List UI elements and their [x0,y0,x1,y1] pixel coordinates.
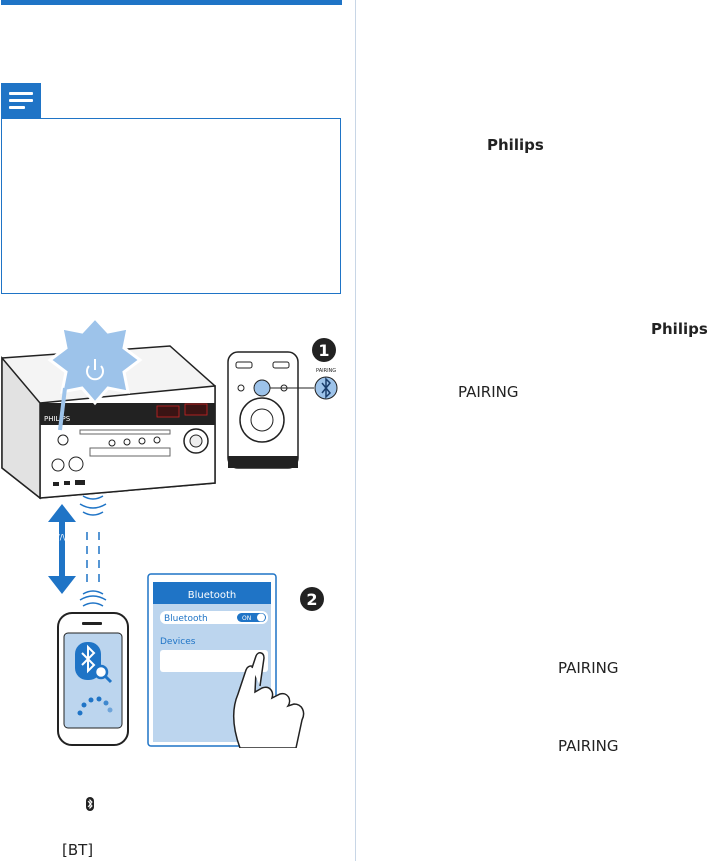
smartphone [57,612,129,746]
step-badge-2: 2 [300,587,324,611]
devices-label: Devices [160,637,196,647]
bluetooth-toggle-label: ON [242,615,251,622]
note-box [1,118,341,294]
bluetooth-row-label: Bluetooth [164,614,208,624]
micro-system-unit: PHILIPS [1,345,216,500]
bt-source-label: [BT] [62,841,94,859]
power-callout [47,315,143,431]
svg-text:1: 1 [318,341,329,360]
pointing-hand [233,652,305,748]
bluetooth-icon-small [86,797,94,811]
remote-pairing-label: PAIRING [316,368,336,374]
power-icon [86,359,104,381]
svg-text:2: 2 [306,590,317,609]
bluetooth-icon [321,377,332,399]
pairing-label-2: PAIRING [558,659,619,677]
brand-philips-1: Philips [487,136,544,154]
unit-brand-text: PHILIPS [44,415,71,423]
remote-control: PAIRING [227,351,338,469]
svg-text://\: //\ [57,533,65,542]
loading-spinner-icon [77,696,113,716]
pairing-label-3: PAIRING [558,737,619,755]
bluetooth-pairing-illustration: PHILIPS [1,315,338,748]
pairing-label-1: PAIRING [458,383,519,401]
note-icon [1,83,41,119]
bluetooth-search-icon [75,642,113,684]
section-title-bar [1,0,342,5]
range-arrow: //\ [48,504,76,594]
signal-waves [79,495,107,607]
brand-philips-2: Philips [651,320,708,338]
screen-header: Bluetooth [188,590,237,601]
column-divider [355,0,356,861]
step-badge-1: 1 [312,338,336,362]
